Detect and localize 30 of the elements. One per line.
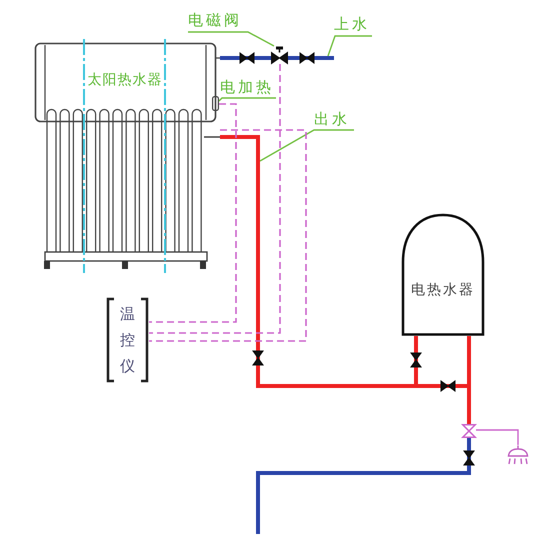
shower-head-icon	[506, 445, 530, 465]
pipe	[220, 56, 271, 60]
leader-line	[327, 35, 372, 56]
solenoid-valve-icon	[271, 46, 288, 64]
solar-water-heater	[34, 38, 220, 274]
heating-element-icon	[212, 96, 219, 111]
valve-icon	[462, 424, 476, 438]
pipe	[414, 336, 418, 386]
controller-box	[106, 297, 149, 383]
callout-label: 上水	[334, 12, 372, 36]
callout-label: 电磁阀	[188, 8, 248, 32]
pipe	[256, 438, 471, 534]
callout-label: 电加热	[220, 76, 276, 98]
leader-line	[218, 97, 276, 102]
pipe	[416, 384, 469, 388]
signal-line	[149, 103, 237, 323]
pipe	[220, 135, 416, 388]
pipe	[467, 386, 471, 424]
pipe	[467, 336, 471, 386]
signal-line	[149, 64, 281, 334]
callout-label: 出水	[314, 108, 354, 130]
heater-name: 太阳热水器	[87, 71, 163, 90]
pipe	[476, 429, 519, 445]
signal-line	[149, 129, 307, 342]
pipe	[288, 56, 334, 60]
leader-line	[260, 129, 354, 162]
controller-name: 温控仪	[119, 304, 136, 377]
heater-name: 电热水器	[410, 281, 476, 300]
electric-water-heater	[401, 213, 485, 336]
leader-line	[188, 31, 274, 47]
